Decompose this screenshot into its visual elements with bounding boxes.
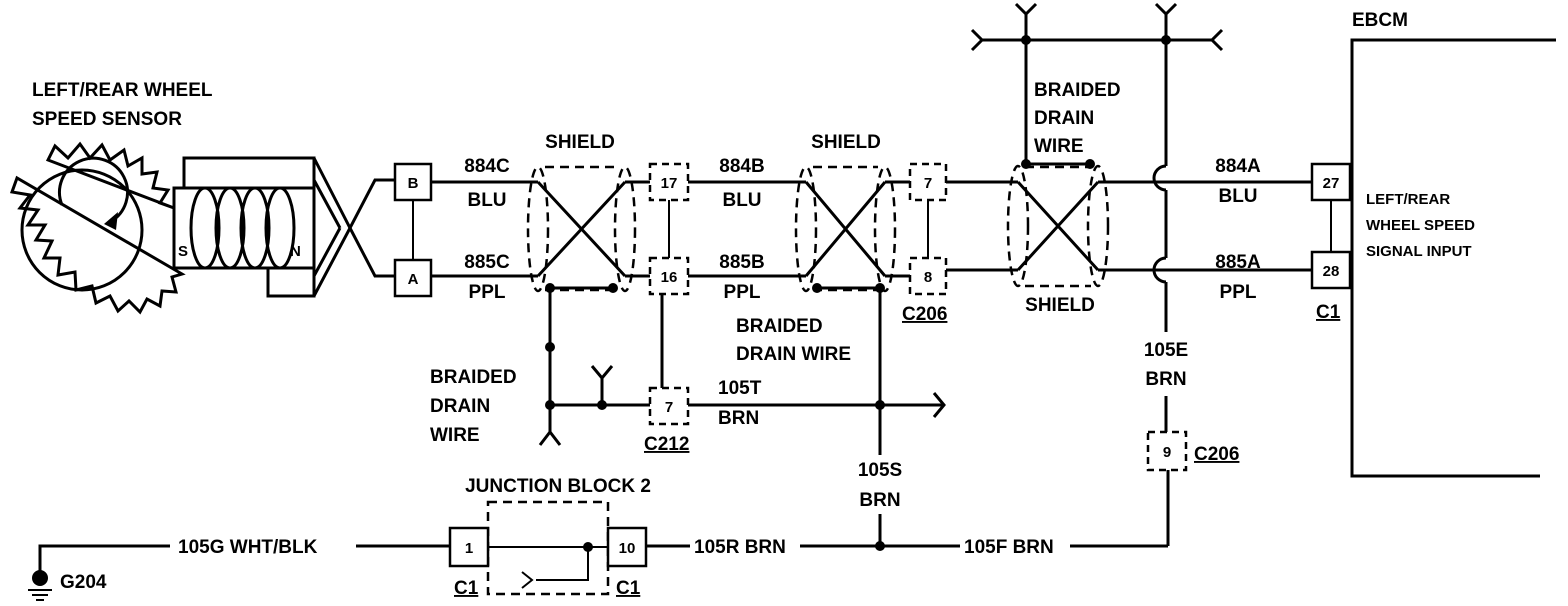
wire-105f-label: 105F BRN <box>964 537 1054 558</box>
sensor-body <box>172 186 316 270</box>
sensor-top-lead <box>182 156 316 188</box>
c212-pin17-label: 17 <box>661 175 678 192</box>
ebcm-module: EBCM 27 28 C1 LEFT/REAR WHEEL SPEED SIGN… <box>1310 10 1556 478</box>
left-drain-wire: BRAIDED DRAIN WIRE <box>430 288 650 446</box>
wire-884c-color: BLU <box>467 190 506 211</box>
shield-2: SHIELD <box>794 132 910 293</box>
sensor-connector-pin-a <box>393 258 433 298</box>
ground-g204: G204 <box>28 544 170 601</box>
shield-3-label: SHIELD <box>1025 295 1095 316</box>
sensor-title-line1: LEFT/REAR WHEEL <box>32 80 213 101</box>
ebcm-input-line3: SIGNAL INPUT <box>1366 243 1472 260</box>
sensor-connector-pin-a-label: A <box>408 271 419 288</box>
sensor-coil <box>189 186 296 270</box>
c212-pin17 <box>648 162 690 202</box>
rotation-arrowhead <box>104 212 118 230</box>
ground-label: G204 <box>60 572 107 593</box>
rotation-arrow <box>58 156 129 224</box>
left-drain-label-line3: WIRE <box>430 425 480 446</box>
sensor-pin-s: S <box>178 243 188 260</box>
junction-conn-right: C1 <box>616 578 641 599</box>
wire-884a-color: BLU <box>1218 186 1257 207</box>
ebcm-pin28-label: 28 <box>1323 263 1340 280</box>
c206-pin9-label: 9 <box>1163 444 1171 461</box>
c206-pin7-label: 7 <box>924 175 932 192</box>
wire-885a-color: PPL <box>1220 282 1257 303</box>
wire-884c-label: 884C <box>464 156 510 177</box>
wire-105s-color: BRN <box>859 490 900 511</box>
sensor-title-line2: SPEED SENSOR <box>32 109 182 130</box>
c206-pin7 <box>908 162 948 202</box>
left-drain-label-line2: DRAIN <box>430 396 490 417</box>
mid-drain-label-line1: BRAIDED <box>736 316 823 337</box>
wire-885a-label: 885A <box>1215 252 1261 273</box>
junction-pin10-label: 10 <box>619 540 636 557</box>
wire-105e-color: BRN <box>1145 369 1186 390</box>
connector-c206-pin9: 9 C206 <box>1146 430 1239 472</box>
shield-1: SHIELD <box>526 132 650 293</box>
sensor-bottom-lead <box>266 268 316 298</box>
junction-block-2: JUNCTION BLOCK 2 1 10 C1 C1 <box>448 476 651 599</box>
ebcm-pin27-label: 27 <box>1323 175 1340 192</box>
mid-drain-label-line2: DRAIN WIRE <box>736 344 851 365</box>
c212-pin7 <box>648 386 690 426</box>
wire-885c-color: PPL <box>469 282 506 303</box>
wire-884b-color: BLU <box>722 190 761 211</box>
shield-2-label: SHIELD <box>811 132 881 153</box>
tone-ring-teeth <box>9 175 186 315</box>
wire-884a-label: 884A <box>1215 156 1261 177</box>
c206-pin9 <box>1146 430 1188 472</box>
mid-drain-wire: BRAIDED DRAIN WIRE <box>736 288 885 455</box>
c206-label: C206 <box>902 304 947 325</box>
splice-105r-105s <box>875 541 885 551</box>
sensor-twisted-pair <box>312 157 395 297</box>
junction-conn-left: C1 <box>454 578 479 599</box>
ebcm-input-line2: WHEEL SPEED <box>1366 217 1475 234</box>
shield-1-label: SHIELD <box>545 132 615 153</box>
junction-block-title: JUNCTION BLOCK 2 <box>465 476 651 497</box>
left-drain-label-line1: BRAIDED <box>430 367 517 388</box>
wire-105g-label: 105G WHT/BLK <box>178 537 318 558</box>
top-drain-label-line2: DRAIN <box>1034 108 1094 129</box>
top-drain-wire: BRAIDED DRAIN WIRE <box>970 2 1224 332</box>
top-drain-label-line1: BRAIDED <box>1034 80 1121 101</box>
wire-105t-label: 105T <box>718 378 762 399</box>
wire-105e-label: 105E <box>1144 340 1188 361</box>
connector-c212: 17 16 7 C212 <box>644 162 690 455</box>
top-drain-label-line3: WIRE <box>1034 136 1084 157</box>
tone-ring-teeth-top <box>45 141 175 210</box>
shield-3: SHIELD <box>1006 159 1110 316</box>
c212-pin7-label: 7 <box>665 399 673 416</box>
sensor-pin-n: N <box>290 243 301 260</box>
wire-884b-label: 884B <box>719 156 764 177</box>
c206-pin8-label: 8 <box>924 269 932 286</box>
ebcm-title: EBCM <box>1352 10 1408 31</box>
wire-885b-label: 885B <box>719 252 764 273</box>
wheel-speed-sensor: LEFT/REAR WHEEL SPEED SENSOR S N <box>9 80 316 315</box>
ebcm-input-line1: LEFT/REAR <box>1366 191 1450 208</box>
wire-105r-label: 105R BRN <box>694 537 786 558</box>
sensor-connector: B A <box>393 162 433 298</box>
c212-pin16-label: 16 <box>661 269 678 286</box>
wire-885c-label: 885C <box>464 252 510 273</box>
wire-885b-color: PPL <box>724 282 761 303</box>
wire-105s-label: 105S <box>858 460 902 481</box>
connector-c206: 7 8 C206 <box>902 162 948 325</box>
junction-pin1-label: 1 <box>465 540 473 557</box>
c206-label-2: C206 <box>1194 444 1239 465</box>
ebcm-connector-label: C1 <box>1316 302 1341 323</box>
ebcm-pin27 <box>1310 162 1352 202</box>
sensor-connector-pin-b-label: B <box>408 175 419 192</box>
c212-label: C212 <box>644 434 689 455</box>
wire-105t-color: BRN <box>718 408 759 429</box>
wire-105t-arrow <box>932 392 946 418</box>
